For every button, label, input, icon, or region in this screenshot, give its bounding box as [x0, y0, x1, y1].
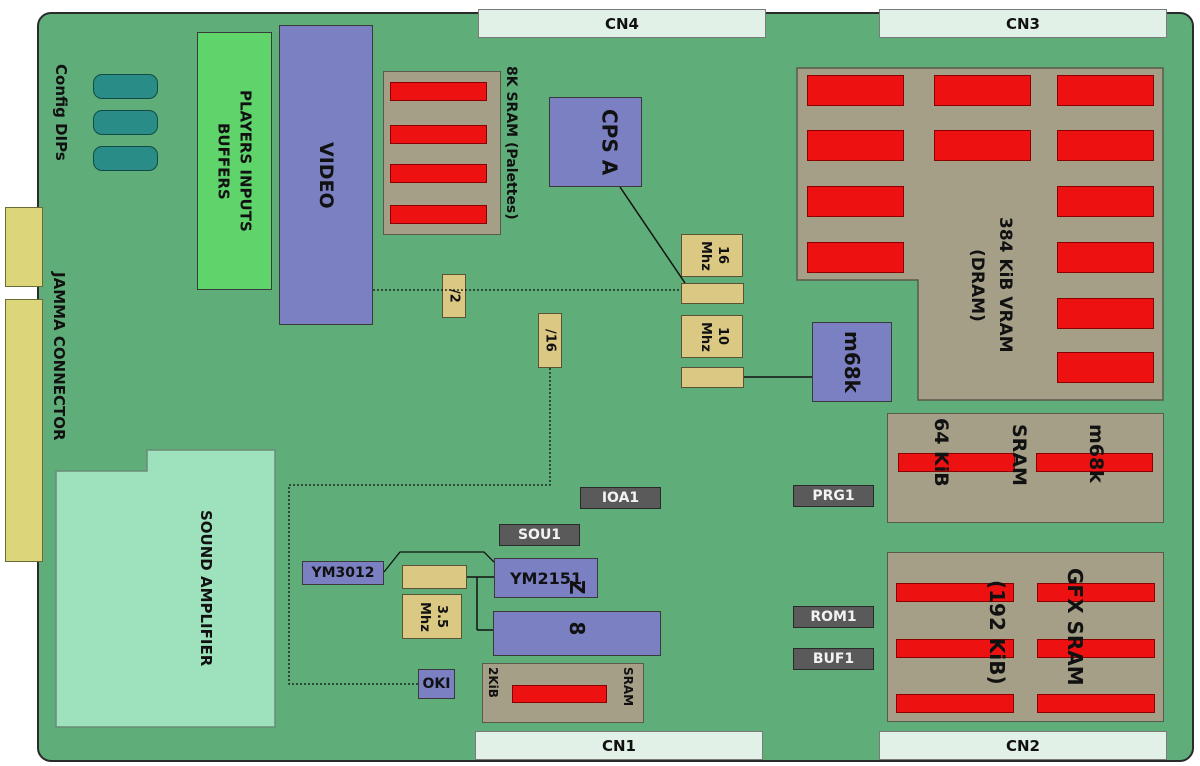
prg1-chip: PRG1: [793, 485, 874, 507]
m68k-sram-label-2: SRAM: [1008, 424, 1030, 486]
clock-16mhz: 16 Mhz: [681, 234, 743, 277]
cps-a-chip: CPS A: [549, 97, 642, 187]
palette-sram-chip-1: [390, 82, 487, 101]
m68k-sram-chip-1: [898, 453, 1015, 472]
connector-cn3: CN3: [879, 9, 1167, 38]
rom1-chip: ROM1: [793, 606, 874, 628]
gfx-sram-chip-1: [896, 583, 1014, 602]
divider-16: /16: [538, 313, 562, 368]
config-dip-1: [93, 74, 158, 99]
connector-cn1: CN1: [475, 731, 763, 760]
z80-sram-label-2: 2KiB: [486, 667, 500, 698]
gfx-sram-chip-2: [1037, 583, 1155, 602]
vram-chip-8: [1057, 186, 1154, 217]
vram-chip-5: [934, 130, 1031, 161]
palette-sram-chip-4: [390, 205, 487, 224]
clock-35mhz-crystal: [402, 565, 467, 589]
z80-sram-label-1: SRAM: [621, 667, 635, 707]
vram-chip-1: [807, 75, 904, 106]
m68k-sram-label-1: m68k: [1085, 424, 1107, 483]
video-chip: VIDEO: [279, 25, 373, 325]
gfx-sram-chip-6: [1037, 694, 1155, 713]
m68k-sram-chip-2: [1036, 453, 1153, 472]
vram-chip-2: [934, 75, 1031, 106]
video-label: VIDEO: [315, 141, 337, 209]
ym3012-chip: YM3012: [302, 561, 384, 585]
z80-chip: Z 8 0: [493, 580, 661, 687]
jamma-connector-label: JAMMA CONNECTOR: [50, 272, 68, 441]
palette-sram-chip-2: [390, 125, 487, 144]
m68k-cpu-label: m68k: [840, 331, 864, 393]
divider-16-label: /16: [542, 329, 558, 352]
vram-chip-4: [807, 130, 904, 161]
sound-amplifier: [55, 449, 277, 728]
buf1-chip: BUF1: [793, 648, 874, 670]
jamma-edge-top: [5, 207, 43, 287]
config-dip-3: [93, 146, 158, 171]
players-inputs-buffers: PLAYERS INPUTS BUFFERS: [197, 32, 272, 290]
divider-2: /2: [442, 274, 466, 318]
ioa1-chip: IOA1: [580, 487, 661, 509]
clock-35mhz: 3.5 Mhz: [402, 594, 462, 639]
gfx-sram-chip-5: [896, 694, 1014, 713]
config-dips-label: Config DIPs: [52, 64, 70, 161]
config-dip-2: [93, 110, 158, 135]
vram-chip-10: [1057, 242, 1154, 273]
clock-10mhz-label: 10 Mhz: [698, 321, 730, 352]
vram-chip-11: [1057, 298, 1154, 329]
players-inputs-label: PLAYERS INPUTS BUFFERS: [214, 90, 255, 232]
clock-10mhz-crystal: [681, 367, 744, 388]
m68k-cpu-chip: m68k: [812, 322, 892, 402]
z80-sram-chip: [512, 685, 607, 703]
clock-16mhz-label: 16 Mhz: [698, 240, 730, 271]
gfx-sram-chip-4: [1037, 639, 1155, 658]
gfx-sram-chip-3: [896, 639, 1014, 658]
clock-35mhz-label: 3.5 Mhz: [417, 601, 449, 632]
clock-10mhz: 10 Mhz: [681, 315, 743, 358]
sound-amplifier-label: SOUND AMPLIFIER: [197, 510, 215, 667]
palette-sram-label: 8K SRAM (Palettes): [503, 66, 519, 220]
connector-cn2: CN2: [879, 731, 1167, 760]
clock-16mhz-crystal: [681, 283, 744, 304]
gfx-sram-bank: [887, 552, 1164, 722]
vram-chip-3: [1057, 75, 1154, 106]
sou1-chip: SOU1: [499, 524, 580, 546]
palette-sram-chip-3: [390, 164, 487, 183]
connector-cn4: CN4: [478, 9, 766, 38]
vram-label: 384 KiB VRAM (DRAM): [967, 217, 1015, 353]
vram-chip-12: [1057, 352, 1154, 383]
vram-chip-6: [1057, 130, 1154, 161]
jamma-edge-main: [5, 299, 43, 562]
gfx-sram-label-2: (192 KiB): [985, 580, 1009, 685]
gfx-sram-label-1: GFX SRAM: [1063, 568, 1087, 686]
sound-amplifier-shape: [55, 449, 276, 728]
vram-chip-9: [807, 242, 904, 273]
cps-a-label: CPS A: [597, 108, 622, 176]
divider-2-label: /2: [446, 289, 462, 303]
oki-chip: OKI: [418, 669, 455, 699]
m68k-sram-label-3: 64 KiB: [930, 418, 952, 487]
vram-chip-7: [807, 186, 904, 217]
